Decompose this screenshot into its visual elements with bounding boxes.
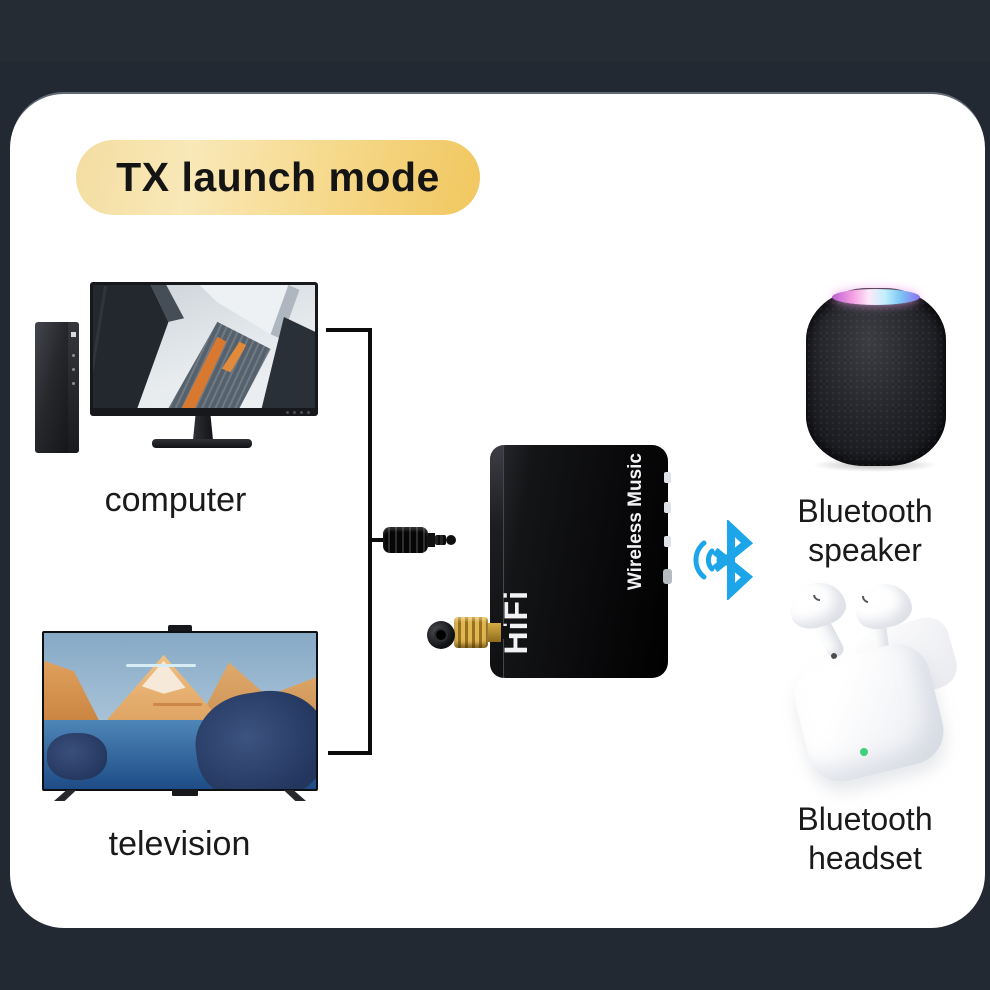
- monitor-image: [90, 282, 318, 416]
- connector-line-tv: [328, 751, 372, 755]
- television-label: television: [108, 825, 251, 863]
- aux-jack-neck: [428, 533, 435, 547]
- speaker-mesh: [806, 288, 946, 466]
- transmitter-button: [664, 502, 671, 513]
- tv-camera: [168, 625, 192, 634]
- page-title: TX launch mode: [116, 154, 440, 200]
- speaker-label: Bluetooth speaker: [797, 493, 933, 568]
- transmitter-button: [664, 536, 671, 547]
- pc-usb-port: [72, 368, 75, 371]
- computer-label: computer: [104, 481, 247, 519]
- aux-jack-tip: [446, 535, 456, 545]
- transmitter-top-edge: [490, 445, 504, 678]
- pc-logo-mark: [71, 332, 76, 337]
- transmitter-button: [664, 472, 671, 483]
- transmitter-side-text: Wireless Music: [625, 453, 646, 591]
- earbud-left-tip: [831, 653, 837, 659]
- antenna-sma-connector: [454, 617, 488, 648]
- connector-line-vertical: [368, 328, 372, 755]
- headset-label: Bluetooth headset: [797, 801, 933, 876]
- tv-image: [42, 631, 318, 791]
- pc-tower-front: [68, 322, 79, 453]
- pc-power-button: [72, 354, 75, 357]
- tv-soundbar-nub: [172, 789, 198, 796]
- bluetooth-signal-icon: [693, 520, 754, 600]
- bluetooth-speaker-image: [806, 288, 946, 466]
- transmitter-brand-text: HiFi: [497, 589, 534, 655]
- aux-jack-plug: [383, 527, 428, 553]
- monitor-stand-base: [152, 439, 252, 448]
- tv-foot-right: [283, 790, 306, 801]
- tv-screen: [44, 633, 316, 789]
- antenna-stub: [500, 626, 509, 639]
- monitor-screen: [93, 285, 315, 408]
- antenna-connector-neck: [488, 623, 501, 642]
- pc-usb-port: [72, 382, 75, 385]
- earbuds-charging-led: [860, 748, 868, 756]
- title-badge: TX launch mode: [76, 140, 480, 215]
- monitor-stand-neck: [193, 416, 213, 440]
- antenna-knob: [427, 621, 455, 649]
- bluetooth-transmitter-image: [490, 445, 668, 678]
- connector-line-computer: [326, 328, 372, 332]
- tv-foot-left: [54, 790, 77, 801]
- speaker-top-glow: [832, 289, 920, 305]
- connector-line-jack: [372, 538, 384, 542]
- aux-jack-shaft: [435, 535, 446, 545]
- transmitter-port: [663, 569, 672, 584]
- pc-tower-image: [35, 322, 79, 453]
